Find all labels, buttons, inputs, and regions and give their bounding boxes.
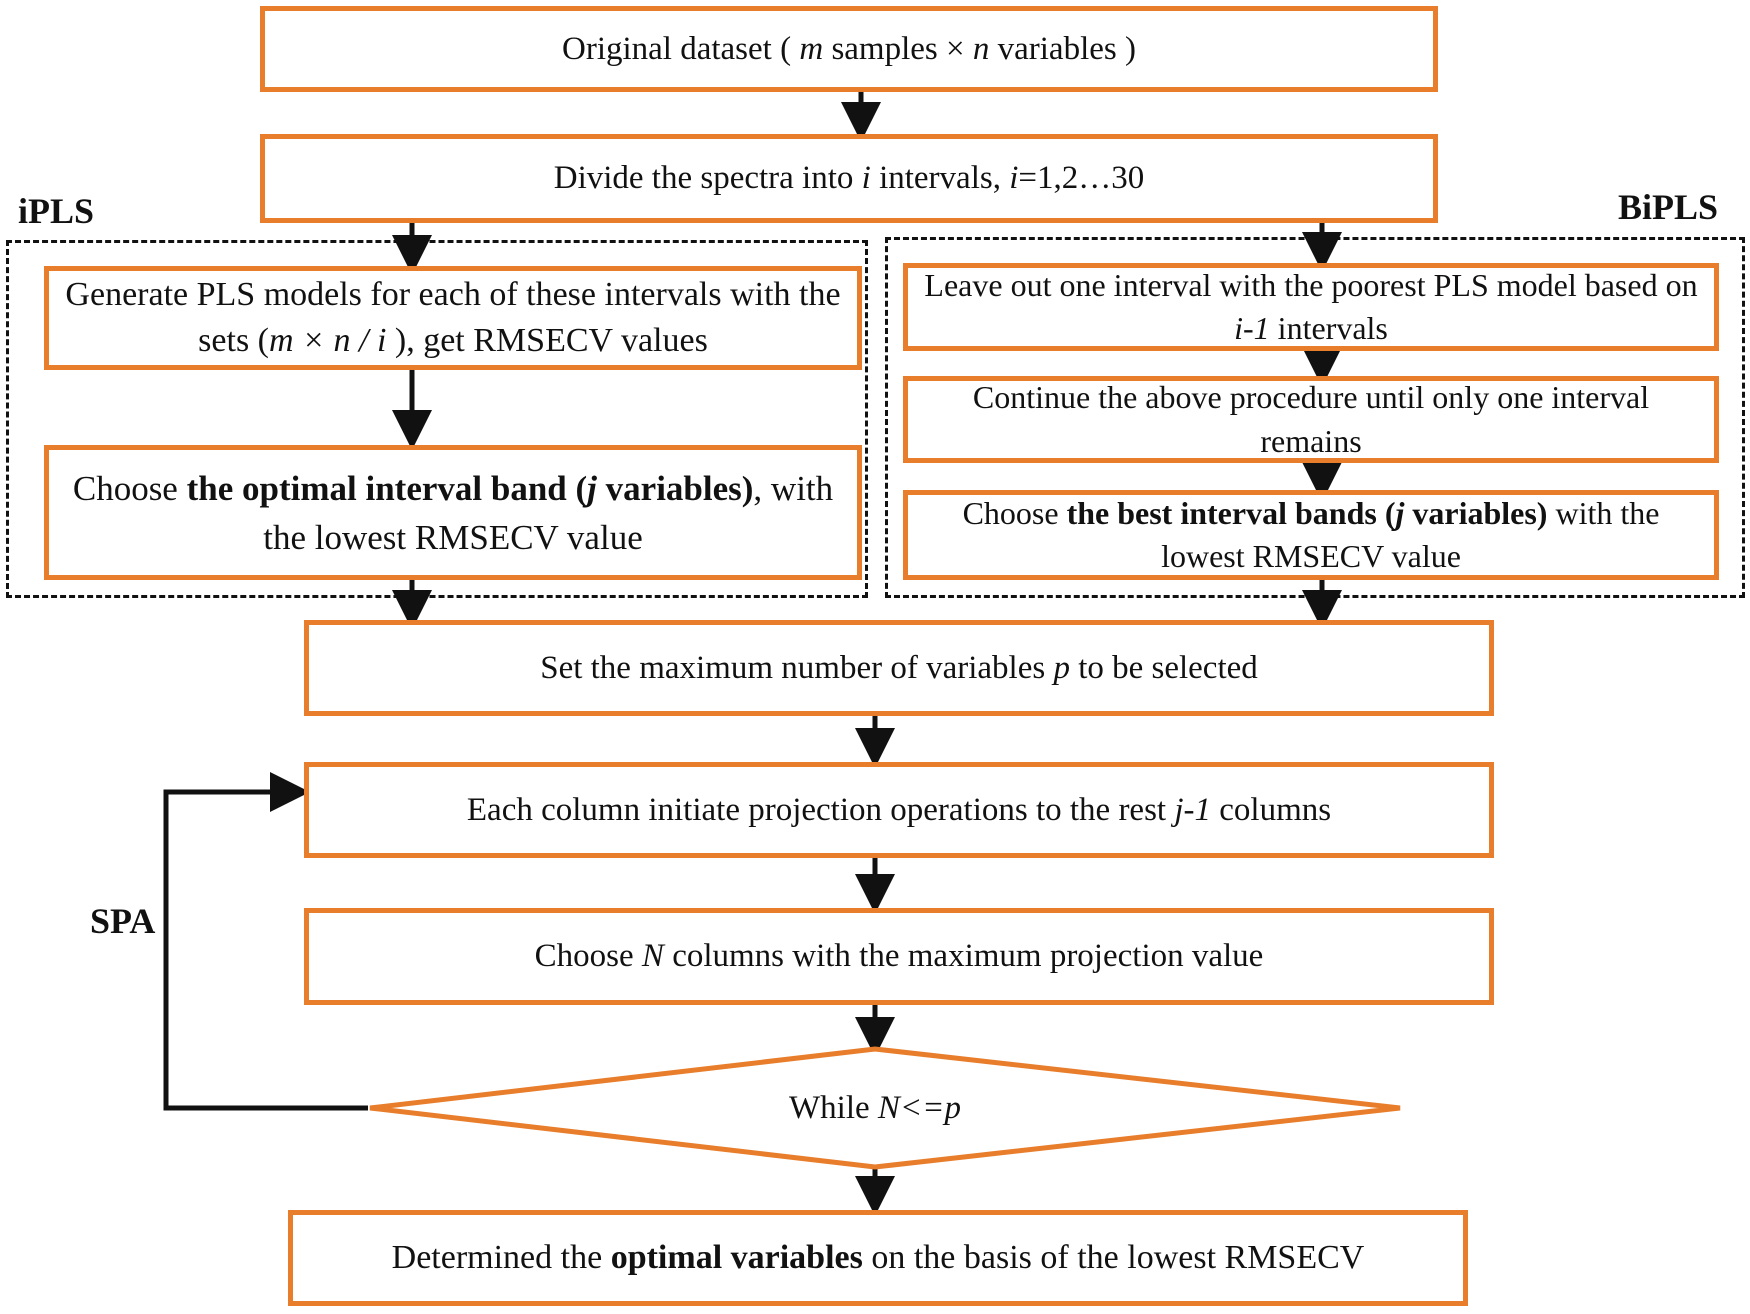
ipls-group — [6, 240, 868, 598]
while-condition-label: While N<=p — [789, 1089, 961, 1126]
divide-spectra-box: Divide the spectra into i intervals, i=1… — [260, 134, 1438, 223]
determined-optimal-box: Determined the optimal variables on the … — [288, 1210, 1468, 1306]
spa-label: SPA — [90, 901, 156, 941]
bipls-leave-out-box: Leave out one interval with the poorest … — [903, 263, 1719, 351]
projection-box: Each column initiate projection operatio… — [304, 762, 1494, 858]
bipls-choose-box: Choose the best interval bands (j variab… — [903, 490, 1719, 580]
original-dataset-box: Original dataset ( m samples × n variabl… — [260, 6, 1438, 92]
choose-n-columns-box: Choose N columns with the maximum projec… — [304, 908, 1494, 1005]
ipls-label: iPLS — [18, 191, 95, 231]
ipls-choose-box: Choose the optimal interval band (j vari… — [44, 445, 862, 580]
while-diamond — [369, 1046, 1401, 1170]
set-max-variables-box: Set the maximum number of variables p to… — [304, 620, 1494, 716]
ipls-generate-box: Generate PLS models for each of these in… — [44, 266, 862, 370]
bipls-label: BiPLS — [1618, 187, 1719, 227]
bipls-continue-box: Continue the above procedure until only … — [903, 376, 1719, 463]
